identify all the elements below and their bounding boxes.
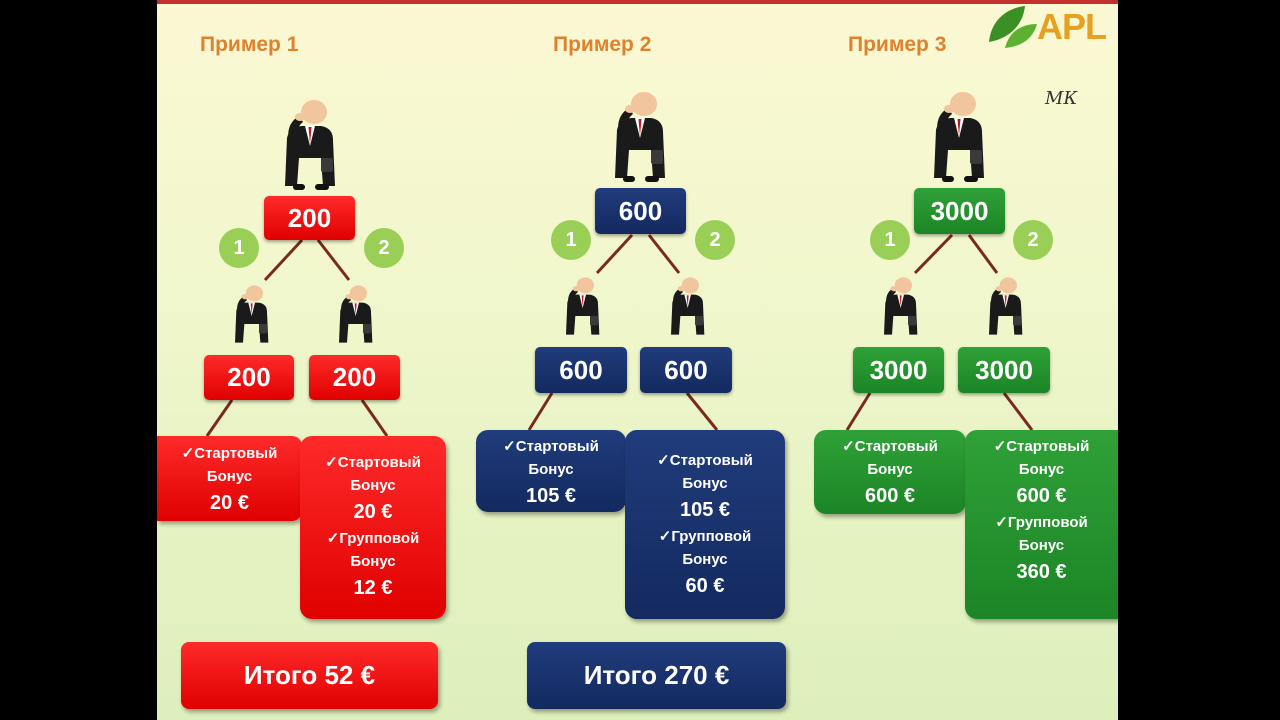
total-example-2: Итого 270 € — [527, 642, 786, 709]
child-left-value: 200 — [204, 355, 294, 400]
child-left-value: 600 — [535, 347, 627, 393]
line-1-marker: 1 — [551, 220, 591, 260]
businessman-icon — [235, 285, 269, 343]
line-2-marker: 2 — [695, 220, 735, 260]
top-level-value: 200 — [264, 196, 355, 240]
businessman-icon — [671, 277, 705, 335]
businessman-icon — [285, 100, 335, 190]
businessman-icon — [339, 285, 373, 343]
child-right-value: 600 — [640, 347, 732, 393]
leaf-logo-icon — [989, 6, 1037, 48]
child-right-value: 200 — [309, 355, 400, 400]
example-3-title: Пример 3 — [848, 33, 947, 56]
bonus-box-left: ✓Стартовый Бонус 20 € — [157, 436, 302, 521]
bonus-box-right: ✓Стартовый Бонус 105 € ✓Групповой Бонус … — [625, 430, 785, 619]
brand-logo-text: APL — [1037, 6, 1107, 47]
businessman-icon — [615, 92, 665, 182]
line-1-marker: 1 — [219, 228, 259, 268]
example-2-title: Пример 2 — [553, 33, 652, 56]
bonus-box-left: ✓Стартовый Бонус 105 € — [476, 430, 626, 512]
top-level-value: 3000 — [914, 188, 1005, 234]
brand-logo-subtext: МК — [1045, 88, 1078, 109]
top-level-value: 600 — [595, 188, 686, 234]
child-right-value: 3000 — [958, 347, 1050, 393]
line-2-marker: 2 — [364, 228, 404, 268]
tree-connector-lines — [205, 233, 1034, 437]
line-1-marker: 1 — [870, 220, 910, 260]
bonus-box-left: ✓Стартовый Бонус 600 € — [814, 430, 966, 514]
businessman-icon — [884, 277, 918, 335]
child-left-value: 3000 — [853, 347, 944, 393]
businessman-icon — [989, 277, 1023, 335]
slide: APL МК Пример 1 Пример 2 Пример 3 2 — [157, 0, 1118, 720]
top-accent-line — [157, 0, 1118, 4]
businessman-icon — [566, 277, 600, 335]
bonus-box-right: ✓Стартовый Бонус 20 € ✓Групповой Бонус 1… — [300, 436, 446, 619]
businessman-icon — [934, 92, 984, 182]
example-1-title: Пример 1 — [200, 33, 299, 56]
bonus-box-right: ✓Стартовый Бонус 600 € ✓Групповой Бонус … — [965, 430, 1118, 619]
line-2-marker: 2 — [1013, 220, 1053, 260]
total-example-1: Итого 52 € — [181, 642, 438, 709]
